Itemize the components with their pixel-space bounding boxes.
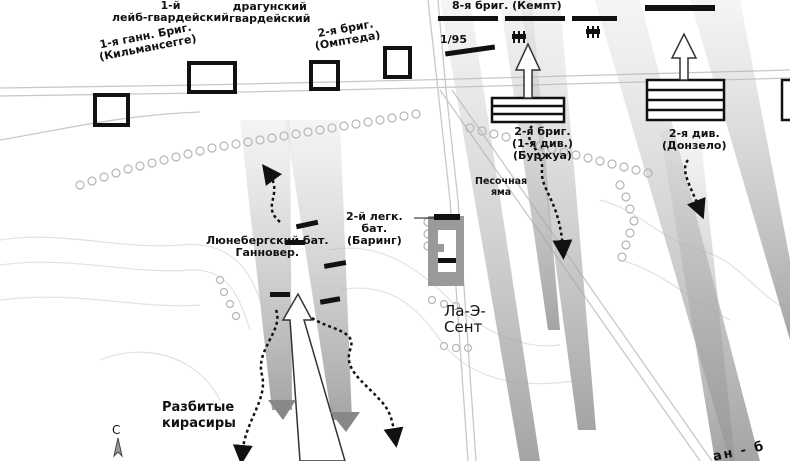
label-luneburg: Люнебергский бат. Ганновер.: [206, 235, 329, 259]
label-1-95: 1/95: [440, 33, 467, 46]
arrow-bourgeois: [514, 42, 542, 99]
arrow-donzelot: [670, 32, 698, 81]
line-1-95: [444, 44, 496, 57]
label-baring-line3: (Баринг): [346, 234, 402, 247]
label-luneburg-line1: Люнебергский бат.: [206, 234, 329, 247]
label-sand-pit: Песочная яма: [475, 176, 527, 198]
line-baring: [434, 214, 460, 220]
la-haye-sainte-farm: [428, 216, 464, 286]
label-donzelot: 2-я див. (Донзело): [662, 128, 726, 152]
line-kempt-3: [572, 16, 617, 21]
label-donzelot-line1: 2-я див.: [668, 127, 720, 140]
label-luneburg-line2: Ганновер.: [235, 246, 300, 259]
label-life-guards-line2: лейб-гвардейский: [112, 11, 229, 24]
label-baring: 2-й легк. бат. (Баринг): [346, 211, 403, 247]
label-dragoon-guards-line2: гвардейский: [229, 12, 311, 25]
luneburg-bar-3: [323, 260, 347, 269]
beam-arrowheads: [268, 400, 360, 432]
label-dragoon-guards-line1: драгунский: [232, 0, 307, 13]
line-baring-2: [438, 258, 456, 263]
label-broken-cuirassiers-line1: Разбитые: [162, 400, 235, 415]
line-kempt-4: [645, 5, 715, 11]
hedge-rows: [75, 109, 653, 353]
luneburg-bar-5: [319, 296, 341, 305]
label-la-haye-sainte-line1: Ла-Э-: [444, 302, 486, 320]
luneburg-bar-1: [295, 219, 319, 230]
compass-north-label: С: [112, 423, 121, 437]
luneburg-bar-2: [285, 240, 305, 245]
square-ompteda-2: [383, 46, 412, 79]
label-bourgeois-line3: (Буржуа): [512, 149, 572, 162]
arrow-main: [281, 292, 346, 461]
square-ompteda-1: [309, 60, 340, 91]
dotted-arrows: [232, 125, 706, 461]
column-right: [780, 78, 790, 122]
label-baring-line2: бат.: [361, 222, 388, 235]
label-sand-pit-line1: Песочная: [475, 176, 528, 187]
allied-squares: [93, 46, 412, 127]
label-baring-line1: 2-й легк.: [346, 210, 403, 223]
label-broken-cuirassiers: Разбитые кирасиры: [162, 400, 236, 432]
skirmisher-icons: [512, 26, 600, 43]
line-kempt-1: [438, 16, 498, 21]
allied-lines: [270, 5, 715, 305]
label-life-guards-line1: 1-й: [160, 0, 181, 12]
label-la-haye-sainte-line2: Сент: [444, 318, 483, 336]
line-kempt-2: [505, 16, 565, 21]
luneburg-bar-4: [270, 292, 290, 297]
label-la-haye-sainte: Ла-Э- Сент: [444, 303, 486, 335]
column-bourgeois: [490, 96, 566, 124]
label-bourgeois-line1: 2-я бриг.: [514, 125, 571, 138]
label-sand-pit-line2: яма: [490, 187, 512, 198]
french-columns: [490, 78, 790, 124]
square-kielmansegge-1: [93, 93, 130, 127]
label-broken-cuirassiers-line2: кирасиры: [162, 416, 236, 431]
label-bourgeois-line2: (1-я див.): [512, 137, 573, 150]
square-kielmansegge-2: [187, 61, 237, 94]
label-donzelot-line2: (Донзело): [662, 139, 727, 152]
label-bourgeois: 2-я бриг. (1-я див.) (Буржуа): [512, 126, 573, 162]
advance-arrows: [281, 32, 698, 461]
compass-icon: [113, 437, 123, 458]
label-dragoon-guards: драгунский гвардейский: [229, 1, 310, 25]
label-life-guards: 1-й лейб-гвардейский: [112, 0, 229, 24]
label-kempt: 8-я бриг. (Кемпт): [452, 0, 562, 12]
